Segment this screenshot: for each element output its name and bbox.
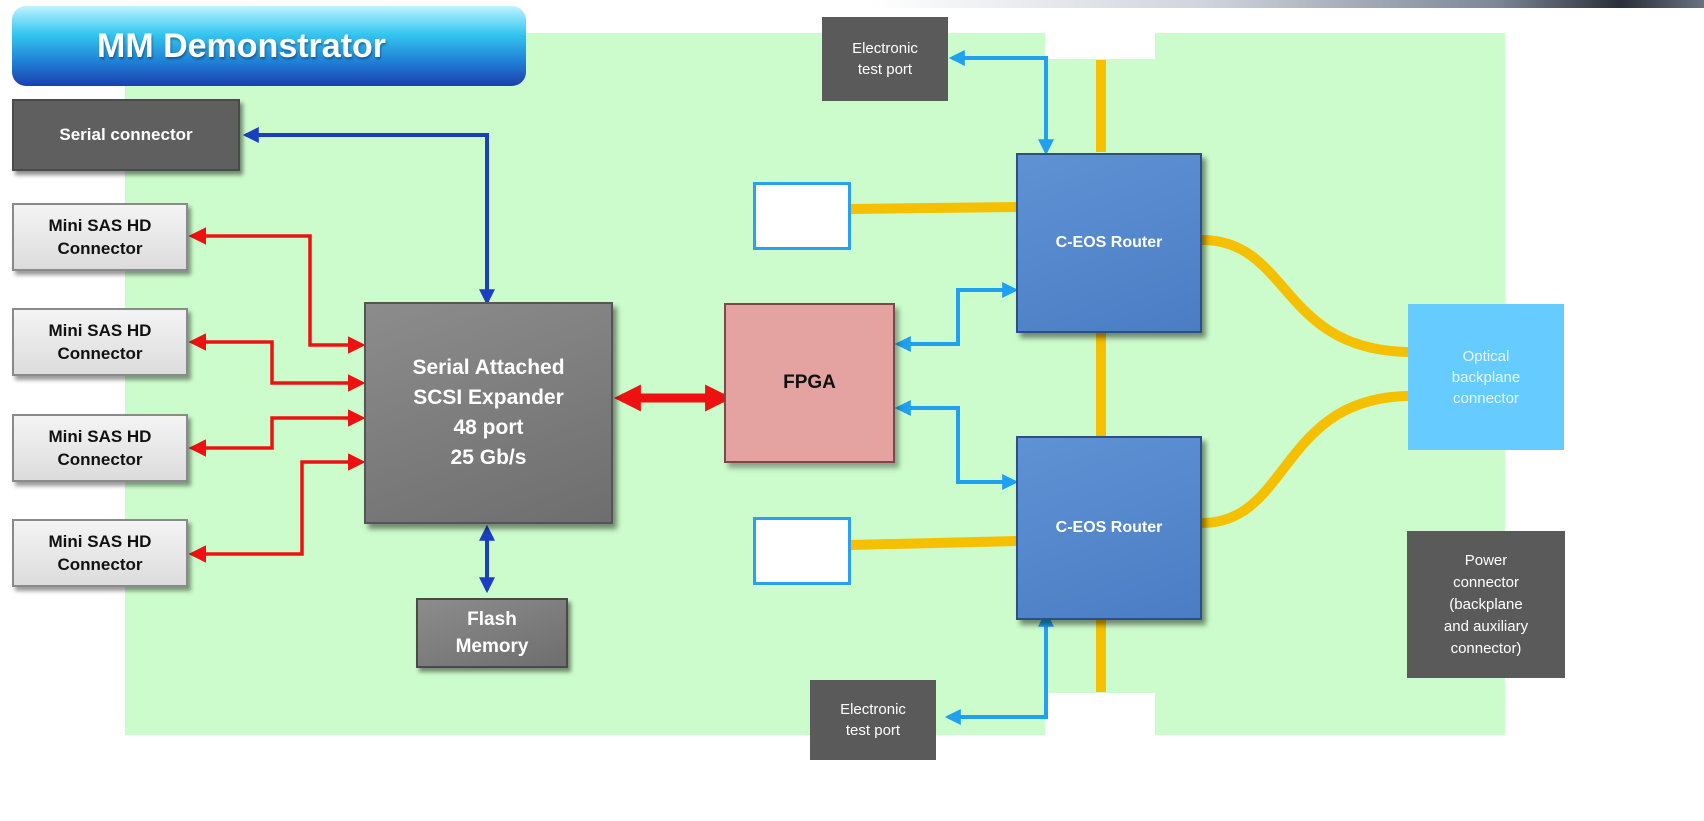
optical-backplane-connector: Optical backplane connector [1408,304,1564,450]
serial-connector: Serial connector [12,99,240,171]
mini-sas-connector: Mini SAS HD Connector [12,203,188,271]
test-port-top: Electronic test port [822,17,948,101]
optical-traces [849,60,1409,692]
module-slot-bottom [753,517,851,585]
router-bottom: C-EOS Router [1016,436,1202,620]
page-title: MM Demonstrator [12,6,526,86]
sas-connector-line1: Mini SAS HD [48,216,152,235]
test-port-line1: Electronic [840,701,906,718]
sas-connector-line2: Connector [57,450,143,469]
flash-line2: Memory [455,636,529,657]
test-port-line2: test port [857,61,913,78]
serial-link [242,127,495,306]
board-notch-bottom [1045,693,1155,735]
mini-sas-connector: Mini SAS HD Connector [12,519,188,587]
expander-line3: 48 port [453,416,524,439]
board-notch-top [1045,33,1155,59]
power-line3: (backplane [1449,595,1523,613]
power-line1: Power [1464,551,1508,569]
fpga: FPGA [724,303,895,463]
power-line5: connector) [1450,639,1522,657]
router-top: C-EOS Router [1016,153,1202,333]
sas-link-4 [188,453,366,563]
optical-line1: Optical [1462,347,1510,365]
test-port-bottom: Electronic test port [810,680,936,760]
mini-sas-connector: Mini SAS HD Connector [12,414,188,482]
sas-expander: Serial Attached SCSI Expander 48 port 25… [364,302,613,524]
sas-connector-line2: Connector [57,555,143,574]
power-line2: connector [1453,573,1519,591]
fpga-router-top-link [894,282,1019,352]
flash-line1: Flash [467,609,517,630]
module-slot-top [753,182,851,250]
test-port-bottom-link [944,610,1054,725]
sas-link-3 [188,409,366,457]
test-port-top-link [948,50,1054,156]
fpga-router-bottom-link [894,400,1019,490]
test-port-line1: Electronic [852,40,918,57]
expander-line2: SCSI Expander [413,386,564,409]
sas-connector-line1: Mini SAS HD [48,532,152,551]
optical-line3: connector [1453,389,1519,407]
test-port-line2: test port [845,722,901,739]
expander-line1: Serial Attached [412,356,565,379]
sas-connector-line1: Mini SAS HD [48,427,152,446]
sas-link-2 [188,333,366,392]
mini-sas-connector: Mini SAS HD Connector [12,308,188,376]
sas-connector-line2: Connector [57,344,143,363]
corner-decoration [870,0,1704,8]
sas-connector-line1: Mini SAS HD [48,321,152,340]
optical-line2: backplane [1451,368,1521,386]
sas-connector-line2: Connector [57,239,143,258]
expander-line4: 25 Gb/s [450,446,527,469]
sas-link-1 [188,227,366,354]
power-connector: Power connector (backplane and auxiliary… [1407,531,1565,678]
power-line4: and auxiliary [1443,617,1529,635]
